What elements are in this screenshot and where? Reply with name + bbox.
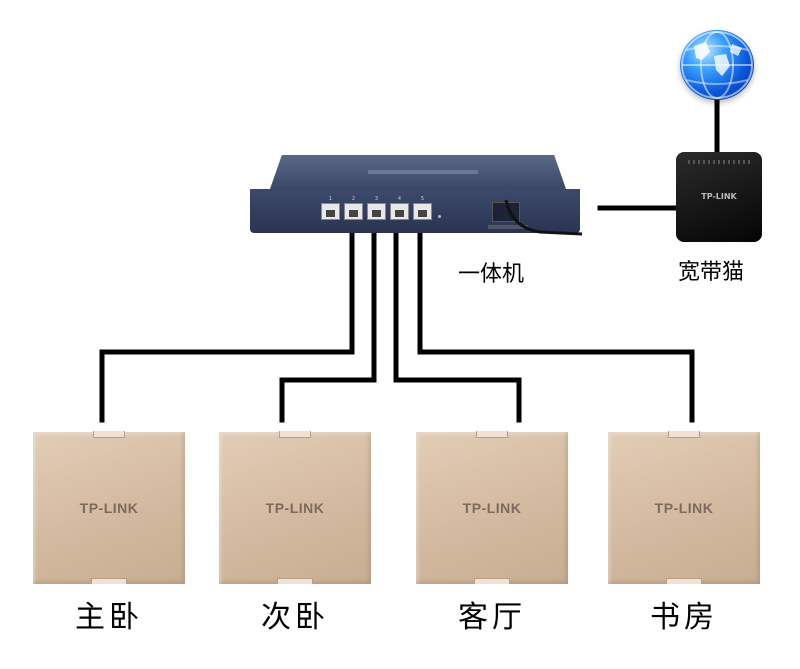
power-port-label — [488, 225, 528, 229]
router-device: 1 2 3 4 5 — [248, 155, 582, 235]
ap-notch-bottom — [666, 578, 702, 584]
port-number: 1 — [328, 196, 333, 202]
port-number: 4 — [397, 196, 402, 202]
room-label: 书房 — [650, 600, 718, 635]
router-led — [438, 215, 441, 218]
port-number: 5 — [420, 196, 425, 202]
ap-brand: TP-LINK — [265, 500, 325, 516]
ap-brand: TP-LINK — [654, 500, 714, 516]
ap-notch-top — [279, 431, 311, 438]
ap-notch-top — [476, 431, 508, 438]
lan-port — [367, 203, 386, 220]
modem-label: 宽带猫 — [678, 260, 745, 285]
port-number: 3 — [374, 196, 379, 202]
room-label: 客厅 — [458, 600, 526, 635]
router-label: 一体机 — [458, 262, 525, 287]
room-label: 主卧 — [75, 600, 143, 635]
access-point-2: TP-LINK — [219, 431, 371, 584]
lan-port — [413, 203, 432, 220]
access-point-3: TP-LINK — [416, 431, 568, 584]
globe-icon — [680, 30, 754, 100]
router-brand-stripe — [368, 170, 478, 174]
wire-router-ap-2 — [279, 229, 377, 423]
ap-notch-bottom — [91, 578, 127, 584]
ap-notch-top — [93, 431, 125, 438]
port-number: 2 — [351, 196, 356, 202]
access-point-1: TP-LINK — [33, 431, 185, 584]
modem-logo: TP-LINK — [701, 192, 737, 201]
access-point-4: TP-LINK — [608, 431, 760, 584]
wire-router-ap-3 — [393, 229, 522, 423]
ap-brand: TP-LINK — [79, 500, 139, 516]
modem-vents — [688, 160, 750, 164]
wire-router-ap-1 — [99, 229, 355, 423]
lan-port — [321, 203, 340, 220]
lan-port — [390, 203, 409, 220]
wire-router-ap-4 — [417, 229, 695, 423]
ap-notch-bottom — [277, 578, 313, 584]
ap-notch-bottom — [474, 578, 510, 584]
lan-port — [344, 203, 363, 220]
ap-notch-top — [668, 431, 700, 438]
room-label: 次卧 — [261, 600, 329, 635]
modem-device: TP-LINK — [676, 152, 762, 242]
ap-brand: TP-LINK — [462, 500, 522, 516]
power-port — [492, 202, 520, 222]
